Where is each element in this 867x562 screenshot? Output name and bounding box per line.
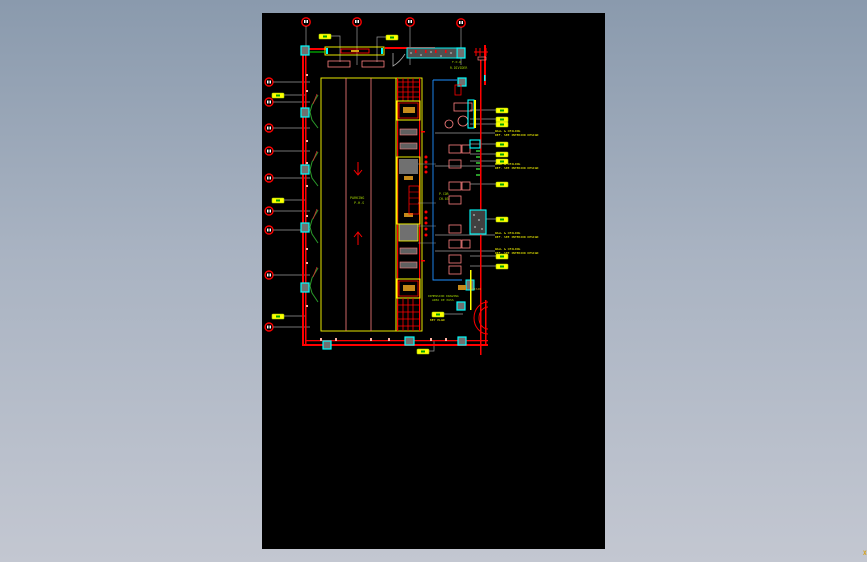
left-grid-bubbles — [264, 77, 274, 332]
svg-text:P.H.S: P.H.S — [354, 201, 364, 205]
drawing-canvas[interactable]: R.DIVIDER F.D.W PARKING P.H.S — [262, 13, 867, 557]
svg-text:KEY PLAN: KEY PLAN — [430, 318, 445, 322]
structural-columns — [300, 45, 467, 350]
ucs-icon: X — [863, 550, 867, 557]
parking-label: PARKING — [350, 196, 364, 200]
direction-arrow-down-icon — [353, 162, 363, 176]
svg-text:REF. SEE INTERIOR DESIGN: REF. SEE INTERIOR DESIGN — [495, 251, 539, 255]
svg-text:REF. SEE INTERIOR DESIGN: REF. SEE INTERIOR DESIGN — [495, 235, 539, 239]
top-entry-zone: R.DIVIDER F.D.W — [310, 46, 488, 81]
svg-text:WALL & CEILING: WALL & CEILING — [495, 247, 520, 251]
svg-text:REF. SEE INTERIOR DESIGN: REF. SEE INTERIOR DESIGN — [495, 166, 539, 170]
right-rooms — [444, 102, 473, 275]
svg-text:WALL & CEILING: WALL & CEILING — [495, 129, 520, 133]
floor-plan: R.DIVIDER F.D.W PARKING P.H.S — [264, 17, 539, 355]
top-grid-bubbles — [301, 17, 466, 28]
svg-text:CH.03: CH.03 — [439, 197, 449, 201]
svg-text:AREA DE PASS: AREA DE PASS — [432, 298, 454, 302]
top-room-label: R.DIVIDER — [450, 66, 467, 70]
bottom-right-zone: DIMENSION DRAWING AREA DE PASS KEY PLAN … — [428, 285, 489, 335]
direction-arrow-up-icon — [353, 231, 363, 245]
svg-text:F.D.W: F.D.W — [452, 60, 461, 64]
right-annotations: WALL & CEILING REF. SEE INTERIOR DESIGN … — [495, 129, 539, 255]
corridor-label: P.COR — [439, 192, 449, 196]
parking-hall: PARKING P.H.S — [320, 77, 397, 332]
svg-text:WALL & CEILING: WALL & CEILING — [495, 231, 520, 235]
svg-text:REF. SEE INTERIOR DESIGN: REF. SEE INTERIOR DESIGN — [495, 133, 539, 137]
svg-text:STAIR: STAIR — [472, 287, 481, 291]
svg-text:WALL & CEILING: WALL & CEILING — [495, 162, 520, 166]
elevation-tags — [271, 33, 509, 355]
dimension-note: DIMENSION DRAWING — [428, 294, 459, 298]
corridor: P.COR CH.03 — [432, 79, 462, 281]
service-core — [395, 77, 436, 332]
